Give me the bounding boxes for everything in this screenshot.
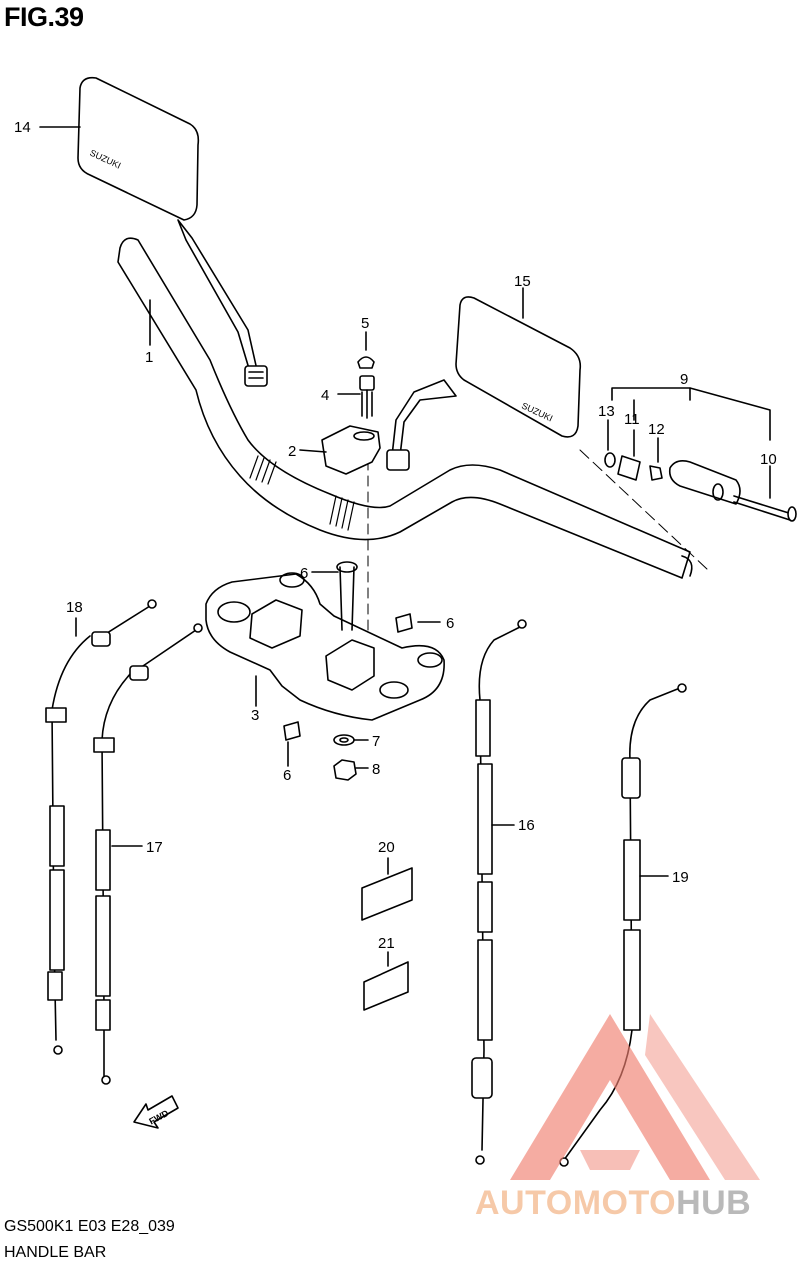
- callout-4: 4: [321, 387, 329, 404]
- clamp-bolt: [359, 375, 375, 419]
- callout-6-lower: 6: [283, 767, 291, 784]
- callout-8: 7: [372, 733, 380, 750]
- callout-18: 17: [146, 839, 163, 856]
- callout-10: 9: [680, 371, 688, 388]
- throttle-cable-19: [45, 599, 157, 1055]
- callout-15: 14: [14, 119, 31, 136]
- holder-nut: [333, 759, 357, 781]
- watermark-logo: [510, 1014, 760, 1180]
- callout-19: 18: [66, 599, 83, 616]
- callout-13: 12: [648, 421, 665, 438]
- callout-21: 20: [378, 839, 395, 856]
- cushion-lower: [283, 721, 301, 741]
- balancer-nut: [649, 465, 663, 481]
- warning-label-21: [361, 867, 413, 921]
- callout-1: 1: [145, 349, 153, 366]
- callout-2: 2: [288, 443, 296, 460]
- handlebar-holder: [205, 572, 445, 721]
- model-code: GS500K1 E03 E28_039: [4, 1218, 175, 1235]
- balancer-weight: [668, 460, 741, 505]
- fwd-arrow-icon: FWD: [133, 1095, 179, 1129]
- callout-3: 3: [251, 707, 259, 724]
- balancer-washer: [604, 452, 616, 468]
- balancer-screw: [733, 495, 797, 522]
- callout-14: 13: [598, 403, 615, 420]
- figure-title: FIG.39: [4, 2, 84, 32]
- watermark-text: AUTOMOTOHUB: [475, 1184, 752, 1222]
- handlebar: [117, 237, 693, 579]
- holder-bolt: [336, 561, 358, 631]
- bolt-cap: [357, 356, 375, 369]
- callout-11: 10: [760, 451, 777, 468]
- callout-12: 11: [624, 411, 640, 428]
- washer: [333, 734, 355, 746]
- speedometer-cable-20: [559, 683, 687, 1167]
- callout-22: 21: [378, 935, 395, 952]
- callout-5: 5: [361, 315, 369, 332]
- cushion-upper: [395, 613, 413, 633]
- upper-holder: [321, 425, 381, 475]
- balancer-spacer: [617, 455, 641, 481]
- callout-16: 15: [514, 273, 531, 290]
- callout-6-upper: 6: [446, 615, 454, 632]
- callout-20: 19: [672, 869, 689, 886]
- warning-label-22: [363, 961, 409, 1011]
- left-mirror: SUZUKI: [77, 76, 268, 387]
- callout-17: 16: [518, 817, 535, 834]
- right-mirror: SUZUKI: [386, 296, 582, 471]
- callout-7: 6: [300, 565, 308, 582]
- clutch-cable-17: [471, 619, 527, 1165]
- callout-9: 8: [372, 761, 380, 778]
- section-name: HANDLE BAR: [4, 1244, 107, 1261]
- throttle-cable-18: [93, 623, 203, 1085]
